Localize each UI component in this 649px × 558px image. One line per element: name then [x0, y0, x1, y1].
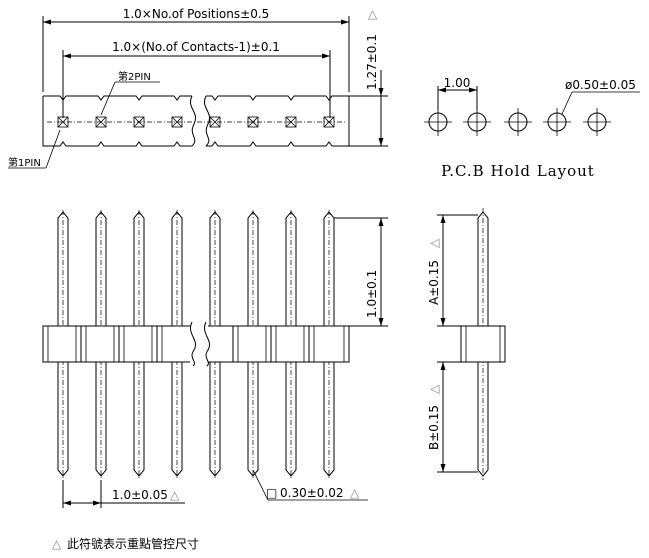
break-line: [190, 95, 196, 147]
arrow: [440, 464, 446, 472]
dim-height-label: 1.27±0.1: [365, 34, 379, 90]
critical-mark-a: △: [427, 238, 441, 248]
dim-positions-label: 1.0×No.of Positions±0.5: [123, 7, 270, 21]
arrow-right: [341, 19, 349, 25]
pcb-hole: [543, 108, 571, 136]
critical-mark-pitch: △: [170, 488, 180, 502]
housing-segments: [47, 326, 345, 362]
pcb-pitch-label: 1.00: [444, 76, 471, 90]
top-view: 1.0×No.of Positions±0.5 △ 1.0×(No.of Con…: [8, 7, 388, 169]
leader-pin-square: [252, 469, 269, 501]
arrow-left: [63, 53, 71, 59]
footnote-mark: △: [52, 537, 62, 551]
pin-square: [171, 116, 183, 128]
break-line: [204, 95, 210, 147]
pin-square: [209, 116, 221, 128]
arrow: [378, 218, 384, 226]
leader-pin2: [100, 81, 116, 116]
pcb-hole-label: ø0.50±0.05: [565, 78, 636, 92]
front-view: 1.0±0.1 1.0±0.05 △ □ 0.30±0.02 △: [42, 210, 388, 508]
arrow: [378, 318, 384, 326]
arrow: [440, 215, 446, 223]
header-body-top: [42, 95, 350, 147]
arrow: [63, 500, 71, 506]
footnote: △ 此符號表示重點管控尺寸: [52, 536, 199, 551]
leader-pin1: [45, 129, 61, 169]
pcb-hole: [583, 108, 611, 136]
pin-square: [323, 116, 335, 128]
dim-pin-height-label: 1.0±0.1: [365, 270, 379, 318]
break-line: [190, 321, 196, 367]
arrow-left: [43, 19, 51, 25]
arrow-right: [322, 53, 330, 59]
critical-mark-b: △: [427, 384, 441, 394]
pin1-label: 第1PIN: [8, 156, 41, 169]
square-mark: □: [266, 486, 277, 500]
arrow: [440, 318, 446, 326]
pin-square: [285, 116, 297, 128]
pcb-hold-layout: 1.00 ø0.50±0.05 P.C.B Hold Layout: [424, 76, 640, 180]
dim-pin-pitch-label: 1.0±0.05: [112, 488, 168, 502]
pin-square: [133, 116, 145, 128]
dim-pin-square-label: 0.30±0.02: [280, 486, 344, 500]
pin-square: [247, 116, 259, 128]
pin2-label: 第2PIN: [118, 70, 151, 83]
break-mask: [190, 322, 208, 366]
arrow: [378, 88, 384, 96]
leader-hole: [561, 91, 573, 115]
dim-b-label: B±0.15: [427, 405, 441, 450]
critical-mark-positions: △: [368, 7, 378, 21]
break-line: [204, 321, 210, 367]
pin-squares: [57, 116, 335, 128]
pcb-hole: [504, 108, 532, 136]
footnote-text: 此符號表示重點管控尺寸: [67, 536, 199, 551]
pin-square: [57, 116, 69, 128]
arrow: [440, 362, 446, 370]
side-housing: [460, 325, 506, 363]
arrow: [469, 87, 477, 93]
pin-square: [95, 116, 107, 128]
dim-a-label: A±0.15: [427, 260, 441, 305]
pcb-hole: [424, 108, 452, 136]
critical-mark-square: △: [350, 486, 360, 500]
side-view: A±0.15 △ B±0.15 △: [427, 208, 506, 480]
pins: [57, 210, 335, 478]
dim-contacts-label: 1.0×(No.of Contacts-1)±0.1: [112, 40, 280, 54]
arrow: [378, 138, 384, 146]
pcb-hole: [463, 108, 491, 136]
arrow: [438, 87, 446, 93]
arrow: [93, 500, 101, 506]
pcb-layout-title: P.C.B Hold Layout: [441, 162, 595, 180]
